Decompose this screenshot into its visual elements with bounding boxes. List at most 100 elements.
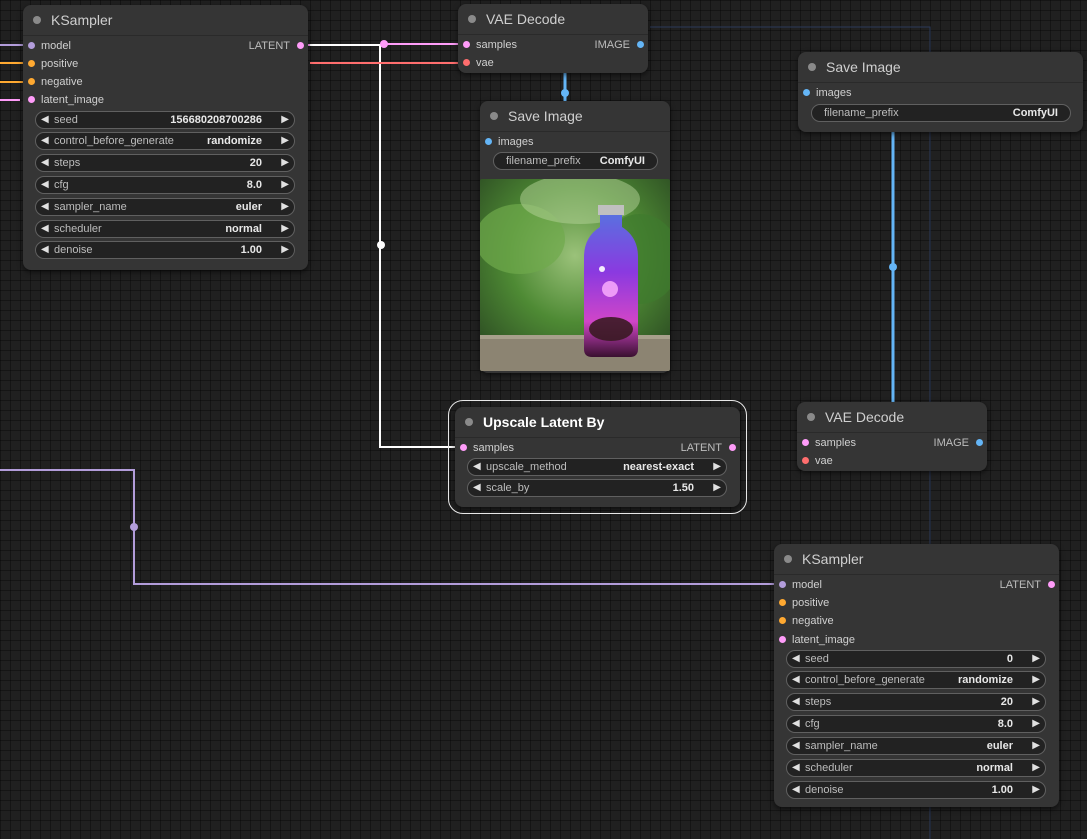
ksampler-node-top[interactable]: KSampler model positive negative latent_… (23, 5, 308, 270)
increment-arrow-icon[interactable]: ▶ (281, 201, 289, 212)
output-slot-latent[interactable]: LATENT (681, 441, 736, 455)
slot-dot-icon[interactable] (779, 599, 786, 606)
collapse-dot-icon[interactable] (807, 413, 815, 421)
output-slot-latent[interactable]: LATENT (1000, 578, 1055, 592)
input-slot-model[interactable]: model (774, 578, 822, 592)
increment-arrow-icon[interactable]: ▶ (281, 223, 289, 234)
slot-dot-icon[interactable] (729, 444, 736, 451)
collapse-dot-icon[interactable] (465, 418, 473, 426)
decrement-arrow-icon[interactable]: ◀ (473, 482, 481, 493)
decrement-arrow-icon[interactable]: ◀ (41, 179, 49, 190)
increment-arrow-icon[interactable]: ▶ (713, 482, 721, 493)
input-slot-latent-image[interactable]: latent_image (23, 93, 104, 107)
slot-dot-icon[interactable] (28, 78, 35, 85)
decrement-arrow-icon[interactable]: ◀ (792, 696, 800, 707)
collapse-dot-icon[interactable] (490, 112, 498, 120)
collapse-dot-icon[interactable] (784, 555, 792, 563)
slot-dot-icon[interactable] (779, 617, 786, 624)
increment-arrow-icon[interactable]: ▶ (1032, 718, 1040, 729)
slot-dot-icon[interactable] (28, 42, 35, 49)
increment-arrow-icon[interactable]: ▶ (1032, 740, 1040, 751)
increment-arrow-icon[interactable]: ▶ (281, 135, 289, 146)
input-slot-positive[interactable]: positive (774, 596, 829, 610)
slot-dot-icon[interactable] (297, 42, 304, 49)
increment-arrow-icon[interactable]: ▶ (1032, 762, 1040, 773)
input-slot-model[interactable]: model (23, 39, 71, 53)
decrement-arrow-icon[interactable]: ◀ (41, 157, 49, 168)
output-slot-image[interactable]: IMAGE (595, 38, 644, 52)
input-slot-images[interactable]: images (480, 135, 533, 149)
node-title[interactable]: KSampler (23, 5, 308, 36)
collapse-dot-icon[interactable] (808, 63, 816, 71)
node-title[interactable]: KSampler (774, 544, 1059, 575)
vae-decode-node-right[interactable]: VAE Decode samples vae IMAGE (797, 402, 987, 471)
decrement-arrow-icon[interactable]: ◀ (41, 244, 49, 255)
node-title[interactable]: VAE Decode (797, 402, 987, 433)
decrement-arrow-icon[interactable]: ◀ (473, 461, 481, 472)
increment-arrow-icon[interactable]: ▶ (713, 461, 721, 472)
input-slot-negative[interactable]: negative (23, 75, 83, 89)
input-slot-samples[interactable]: samples (797, 436, 856, 450)
increment-arrow-icon[interactable]: ▶ (1032, 674, 1040, 685)
increment-arrow-icon[interactable]: ▶ (281, 179, 289, 190)
input-slot-positive[interactable]: positive (23, 57, 78, 71)
slot-dot-icon[interactable] (460, 444, 467, 451)
upscale-latent-node[interactable]: Upscale Latent By samples LATENT ◀upscal… (448, 400, 747, 514)
decrement-arrow-icon[interactable]: ◀ (792, 674, 800, 685)
increment-arrow-icon[interactable]: ▶ (1032, 784, 1040, 795)
slot-dot-icon[interactable] (803, 89, 810, 96)
slot-dot-icon[interactable] (802, 439, 809, 446)
input-slot-samples[interactable]: samples (455, 441, 514, 455)
slot-dot-icon[interactable] (779, 581, 786, 588)
input-slot-images[interactable]: images (798, 86, 851, 100)
image-preview[interactable] (480, 179, 670, 371)
input-slot-negative[interactable]: negative (774, 614, 834, 628)
decrement-arrow-icon[interactable]: ◀ (792, 718, 800, 729)
slot-dot-icon[interactable] (802, 457, 809, 464)
input-slot-samples[interactable]: samples (458, 38, 517, 52)
decrement-arrow-icon[interactable]: ◀ (41, 114, 49, 125)
slot-dot-icon[interactable] (28, 60, 35, 67)
ksampler-node-bottom[interactable]: KSampler model positive negative latent_… (774, 544, 1059, 807)
increment-arrow-icon[interactable]: ▶ (1032, 696, 1040, 707)
input-slot-latent-image[interactable]: latent_image (774, 633, 855, 647)
decrement-arrow-icon[interactable]: ◀ (792, 762, 800, 773)
decrement-arrow-icon[interactable]: ◀ (792, 784, 800, 795)
decrement-arrow-icon[interactable]: ◀ (792, 653, 800, 664)
slot-dot-icon[interactable] (637, 41, 644, 48)
node-title[interactable]: Upscale Latent By (455, 407, 740, 438)
increment-arrow-icon[interactable]: ▶ (1032, 653, 1040, 664)
node-title[interactable]: Save Image (798, 52, 1083, 83)
increment-arrow-icon[interactable]: ▶ (281, 114, 289, 125)
increment-arrow-icon[interactable]: ▶ (281, 244, 289, 255)
node-title[interactable]: Save Image (480, 101, 670, 132)
collapse-dot-icon[interactable] (468, 15, 476, 23)
output-slot-image[interactable]: IMAGE (934, 436, 983, 450)
slot-dot-icon[interactable] (463, 59, 470, 66)
vae-decode-node-top[interactable]: VAE Decode samples vae IMAGE (458, 4, 648, 73)
decrement-arrow-icon[interactable]: ◀ (41, 201, 49, 212)
slot-dot-icon[interactable] (485, 138, 492, 145)
decrement-arrow-icon[interactable]: ◀ (41, 135, 49, 146)
node-title[interactable]: VAE Decode (458, 4, 648, 35)
collapse-dot-icon[interactable] (33, 16, 41, 24)
slot-dot-icon[interactable] (1048, 581, 1055, 588)
input-slot-vae[interactable]: vae (797, 454, 833, 468)
decrement-arrow-icon[interactable]: ◀ (41, 223, 49, 234)
input-slot-vae[interactable]: vae (458, 56, 494, 70)
